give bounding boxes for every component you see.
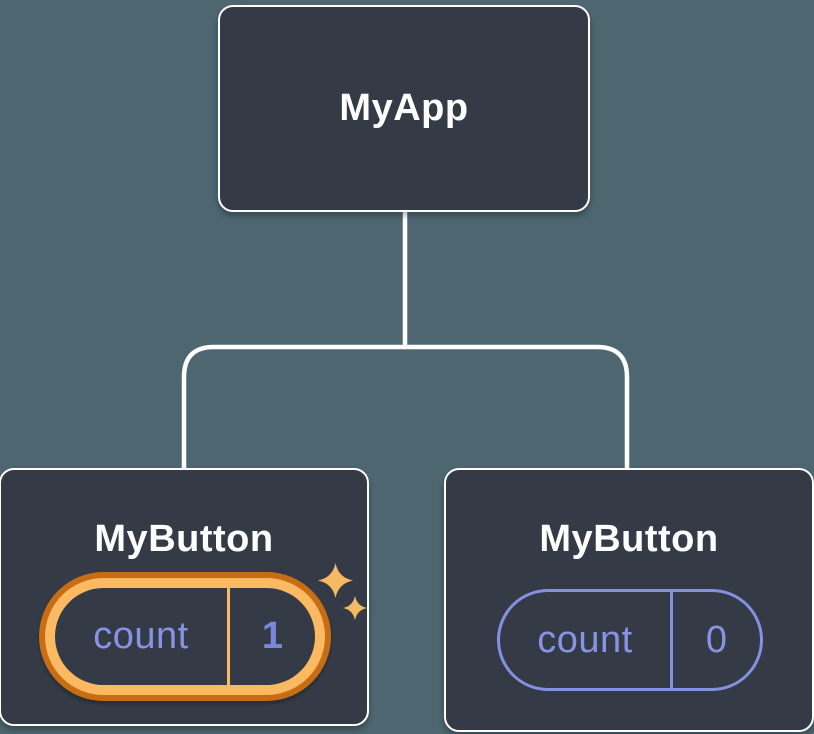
pill-divider bbox=[227, 588, 230, 685]
state-highlight-inner-ring: count 1 bbox=[45, 578, 325, 695]
state-pill: count 0 bbox=[497, 589, 763, 691]
state-key: count bbox=[537, 618, 633, 661]
state-key-cell: count bbox=[55, 588, 227, 685]
state-value: 0 bbox=[705, 618, 728, 661]
state-key-cell: count bbox=[500, 592, 670, 688]
sparkles-icon bbox=[318, 563, 368, 621]
state-key: count bbox=[93, 615, 189, 657]
state-highlight-ring: count 1 bbox=[39, 572, 331, 701]
state-value-cell: 0 bbox=[673, 592, 760, 688]
child-node-label: MyButton bbox=[94, 518, 274, 560]
child-node-right: MyButton count 0 bbox=[444, 468, 814, 732]
root-node-label: MyApp bbox=[339, 87, 469, 129]
child-node-label: MyButton bbox=[539, 518, 719, 560]
root-node: MyApp bbox=[218, 5, 590, 212]
state-pill: count 1 bbox=[55, 588, 315, 685]
child-node-left: MyButton count 1 bbox=[0, 468, 369, 726]
state-value: 1 bbox=[261, 615, 284, 657]
pill-divider bbox=[670, 592, 673, 688]
state-value-cell: 1 bbox=[230, 588, 315, 685]
